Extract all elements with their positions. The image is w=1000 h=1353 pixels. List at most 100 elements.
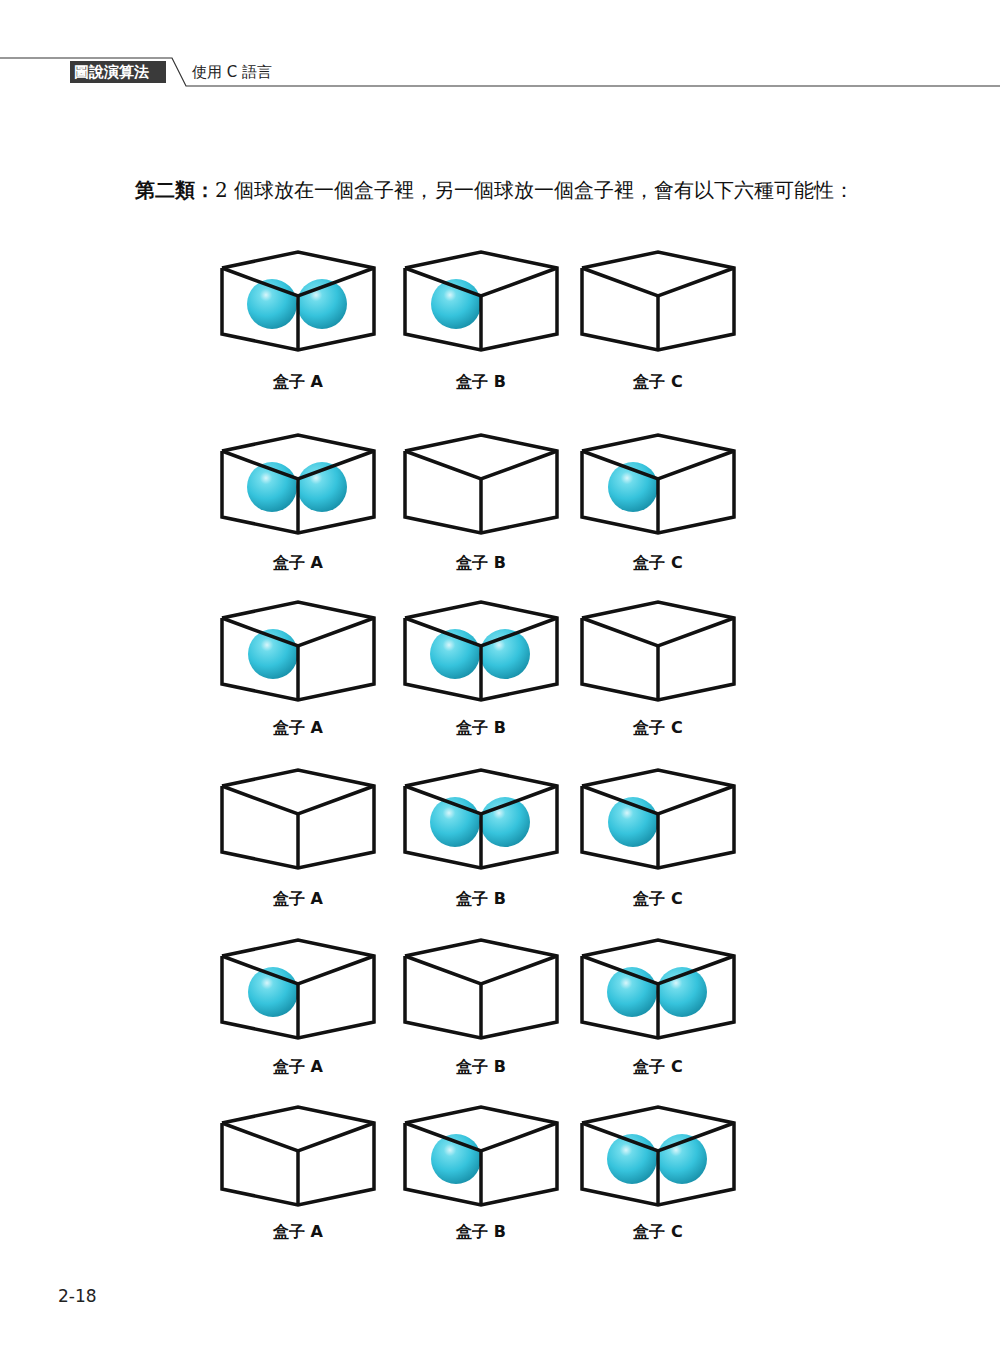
box-edge <box>582 1123 734 1151</box>
ball-box: 盒子 B <box>403 1105 559 1247</box>
box-illustration <box>220 433 376 535</box>
box-outline <box>222 770 374 868</box>
box-outline <box>405 940 557 1038</box>
box-outline <box>582 435 734 533</box>
ball-box: 盒子 B <box>403 938 559 1082</box>
box-label: 盒子 B <box>403 718 559 739</box>
box-outline <box>582 770 734 868</box>
ball-box: 盒子 A <box>220 1105 376 1247</box>
ball-box: 盒子 C <box>580 600 736 743</box>
box-illustration <box>580 600 736 702</box>
box-label: 盒子 B <box>403 1222 559 1243</box>
box-illustration <box>580 768 736 870</box>
box-illustration <box>220 600 376 702</box>
box-edge <box>582 618 734 646</box>
box-edge <box>405 1123 557 1151</box>
box-edge <box>479 1151 483 1205</box>
paragraph-text: 2 個球放在一個盒子裡，另一個球放一個盒子裡，會有以下六種可能性： <box>215 178 854 202</box>
header-book-title: 圖說演算法 <box>74 62 149 82</box>
box-illustration <box>403 1105 559 1207</box>
box-label: 盒子 A <box>220 1222 376 1243</box>
ball-box: 盒子 A <box>220 250 376 397</box>
box-edge <box>479 984 483 1038</box>
box-edge <box>656 646 660 700</box>
box-edge <box>405 451 557 479</box>
box-edge <box>582 956 734 984</box>
box-illustration <box>580 938 736 1040</box>
box-illustration <box>580 250 736 352</box>
box-edge <box>656 296 660 350</box>
box-label: 盒子 B <box>403 1057 559 1078</box>
box-edge <box>405 268 557 296</box>
ball-box: 盒子 C <box>580 250 736 397</box>
ball-box: 盒子 B <box>403 600 559 743</box>
box-illustration <box>220 938 376 1040</box>
box-illustration <box>580 433 736 535</box>
header-tab <box>70 61 166 83</box>
box-edge <box>479 646 483 700</box>
box-edge <box>656 984 660 1038</box>
box-label: 盒子 A <box>220 718 376 739</box>
box-edge <box>656 814 660 868</box>
box-outline <box>222 602 374 700</box>
ball-box: 盒子 C <box>580 1105 736 1247</box>
header-subtitle: 使用 C 語言 <box>192 62 272 82</box>
box-label: 盒子 B <box>403 889 559 910</box>
box-outline <box>582 602 734 700</box>
box-outline <box>222 940 374 1038</box>
box-label: 盒子 C <box>580 718 736 739</box>
header-rule <box>0 58 1000 86</box>
box-edge <box>222 618 374 646</box>
box-illustration <box>220 768 376 870</box>
box-edge <box>479 814 483 868</box>
box-edge <box>582 268 734 296</box>
box-edge <box>296 646 300 700</box>
box-outline <box>405 252 557 350</box>
body-paragraph: 第二類：2 個球放在一個盒子裡，另一個球放一個盒子裡，會有以下六種可能性： <box>95 170 875 210</box>
box-outline <box>582 940 734 1038</box>
box-edge <box>296 1151 300 1205</box>
box-edge <box>222 268 374 296</box>
box-label: 盒子 A <box>220 372 376 393</box>
box-outline <box>405 435 557 533</box>
box-outline <box>222 435 374 533</box>
paragraph-lead: 第二類： <box>135 178 215 202</box>
box-edge <box>296 984 300 1038</box>
box-outline <box>582 252 734 350</box>
box-label: 盒子 C <box>580 1057 736 1078</box>
box-outline <box>405 602 557 700</box>
ball-box: 盒子 A <box>220 600 376 743</box>
box-edge <box>296 479 300 533</box>
box-label: 盒子 C <box>580 1222 736 1243</box>
box-outline <box>405 770 557 868</box>
box-illustration <box>220 1105 376 1207</box>
box-illustration <box>580 1105 736 1207</box>
box-edge <box>582 786 734 814</box>
page-number: 2-18 <box>58 1285 97 1307</box>
box-outline <box>405 1107 557 1205</box>
box-edge <box>296 814 300 868</box>
ball-box: 盒子 A <box>220 768 376 914</box>
box-label: 盒子 B <box>403 372 559 393</box>
box-label: 盒子 C <box>580 553 736 574</box>
box-edge <box>405 786 557 814</box>
box-edge <box>479 296 483 350</box>
box-illustration <box>403 250 559 352</box>
ball-box: 盒子 A <box>220 433 376 578</box>
ball-box: 盒子 B <box>403 433 559 578</box>
ball-box: 盒子 C <box>580 433 736 578</box>
box-outline <box>222 1107 374 1205</box>
ball-box: 盒子 C <box>580 768 736 914</box>
box-label: 盒子 C <box>580 372 736 393</box>
box-edge <box>479 479 483 533</box>
box-edge <box>405 956 557 984</box>
box-illustration <box>220 250 376 352</box>
box-label: 盒子 A <box>220 1057 376 1078</box>
box-label: 盒子 A <box>220 553 376 574</box>
box-edge <box>656 1151 660 1205</box>
box-label: 盒子 A <box>220 889 376 910</box>
box-illustration <box>403 768 559 870</box>
box-label: 盒子 C <box>580 889 736 910</box>
box-edge <box>222 786 374 814</box>
box-outline <box>582 1107 734 1205</box>
